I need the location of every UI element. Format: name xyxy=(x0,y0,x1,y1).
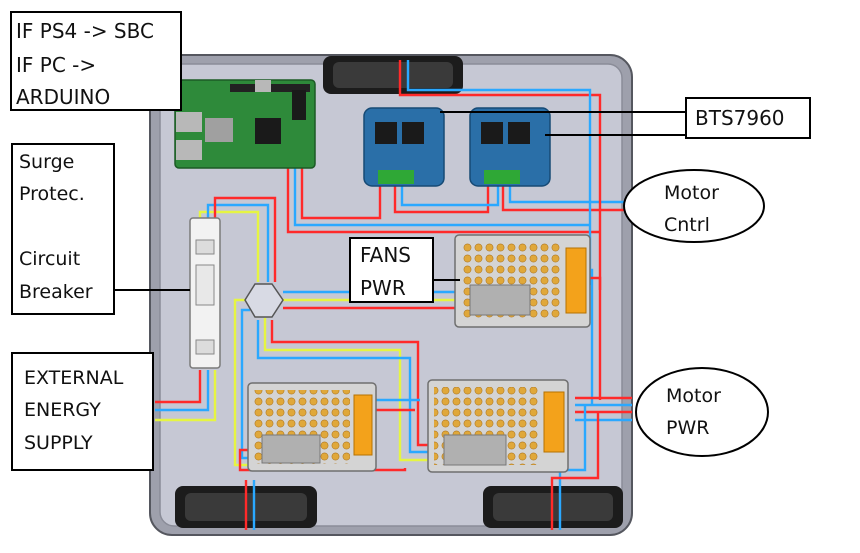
label-surge-circuit: Surge Protec. Circuit Breaker xyxy=(11,143,115,315)
external-line1: EXTERNAL xyxy=(24,367,124,389)
motor-cntrl-line1: Motor xyxy=(664,182,719,204)
circuit-breaker xyxy=(189,217,221,369)
circuit-line1: Circuit xyxy=(19,248,80,270)
motor-pwr-line2: PWR xyxy=(666,417,709,439)
label-ifps4: IF PS4 -> SBC IF PC -> ARDUINO xyxy=(10,11,182,111)
wire-hub xyxy=(244,283,284,318)
label-bts7960: BTS7960 xyxy=(685,97,811,139)
label-external-supply: EXTERNAL ENERGY SUPPLY xyxy=(11,352,154,471)
raspberry-pi-board xyxy=(174,79,316,169)
motor-pwr-line1: Motor xyxy=(666,385,721,407)
psu-right xyxy=(427,379,569,473)
fans-line1: FANS xyxy=(360,243,411,267)
ifps4-line1: IF PS4 -> SBC xyxy=(16,19,154,43)
label-motor-pwr: Motor PWR xyxy=(635,367,769,457)
label-fans-pwr: FANS PWR xyxy=(349,237,434,303)
fans-line2: PWR xyxy=(360,276,406,300)
pointer-lines xyxy=(113,111,686,291)
surge-line2: Protec. xyxy=(19,183,85,205)
psu-left xyxy=(247,382,377,472)
label-motor-cntrl: Motor Cntrl xyxy=(623,169,765,243)
motor-cntrl-line2: Cntrl xyxy=(664,214,710,236)
bts7960-driver-left xyxy=(363,107,445,187)
fan-top xyxy=(323,56,463,94)
ifps4-line2: IF PC -> xyxy=(16,53,96,77)
bts7960-driver-right xyxy=(469,107,551,187)
psu-fans xyxy=(454,234,591,328)
ifps4-line3: ARDUINO xyxy=(16,85,110,109)
circuit-line2: Breaker xyxy=(19,281,93,303)
surge-line1: Surge xyxy=(19,151,74,173)
external-line3: SUPPLY xyxy=(24,432,93,454)
external-line2: ENERGY xyxy=(24,399,101,421)
bts-label: BTS7960 xyxy=(695,106,785,130)
